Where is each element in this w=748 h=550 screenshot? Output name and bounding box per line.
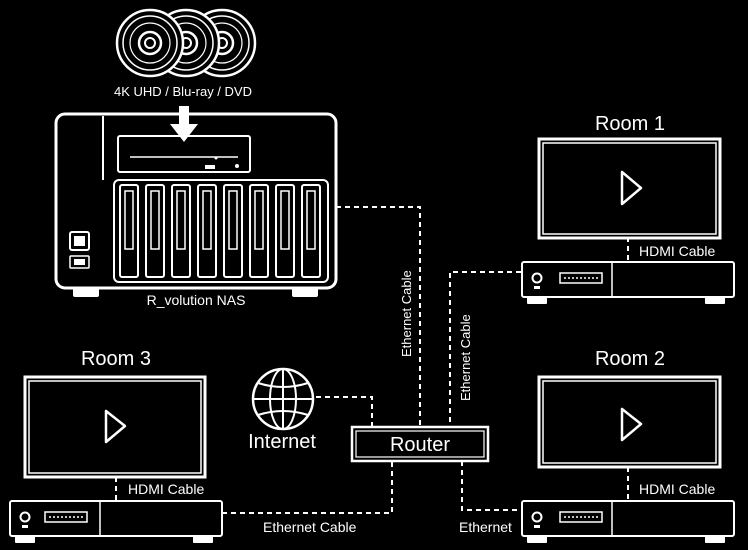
drive-bay <box>249 184 269 278</box>
drive-bay-handle <box>254 190 264 250</box>
nas-device <box>54 112 338 297</box>
internet-label: Internet <box>248 431 316 453</box>
drive-bay <box>171 184 191 278</box>
cable-room1-router <box>449 271 530 428</box>
drive-bay <box>275 184 295 278</box>
room2-player <box>521 500 735 543</box>
cable-room2-router <box>461 461 522 511</box>
room1-ethernet-label: Ethernet Cable <box>458 314 473 401</box>
cable-internet-router <box>316 396 373 428</box>
room2-ethernet-label: Ethernet <box>459 519 512 535</box>
drive-bay-handle <box>280 190 290 250</box>
room1-tv <box>537 137 722 240</box>
drive-bay-handle <box>124 190 134 250</box>
down-arrow-icon <box>170 106 198 142</box>
room2-tv <box>537 375 722 469</box>
drive-bay <box>223 184 243 278</box>
cable-nas-router <box>336 206 421 428</box>
play-icon <box>620 170 643 206</box>
nas-ethernet-label: Ethernet Cable <box>399 270 414 357</box>
room2-title: Room 2 <box>595 348 665 370</box>
room1-player <box>521 261 735 304</box>
room1-hdmi-label: HDMI Cable <box>639 243 715 259</box>
router-label: Router <box>390 434 450 456</box>
room3-tv <box>23 375 207 479</box>
disc-stack <box>115 8 257 78</box>
drive-bay <box>119 184 139 278</box>
room3-ethernet-label: Ethernet Cable <box>263 519 357 535</box>
room1-title: Room 1 <box>595 113 665 135</box>
room2-hdmi-label: HDMI Cable <box>639 481 715 497</box>
disc-formats-label: 4K UHD / Blu-ray / DVD <box>114 84 252 99</box>
play-icon <box>620 407 643 442</box>
router-device <box>350 425 490 463</box>
drive-bay-handle <box>176 190 186 250</box>
drive-bay-handle <box>306 190 316 250</box>
room3-hdmi-label: HDMI Cable <box>128 481 204 497</box>
play-icon <box>104 409 127 444</box>
globe-icon <box>251 367 315 431</box>
drive-bay <box>145 184 165 278</box>
drive-bay <box>301 184 321 278</box>
drive-bay-handle <box>228 190 238 250</box>
room3-player <box>9 500 223 543</box>
cable-room3-router <box>222 461 393 514</box>
drive-bay <box>197 184 217 278</box>
drive-bay-handle <box>150 190 160 250</box>
nas-label: R_volution NAS <box>147 292 246 308</box>
disc-icon <box>115 8 185 78</box>
drive-bay-handle <box>202 190 212 250</box>
room3-title: Room 3 <box>81 348 151 370</box>
